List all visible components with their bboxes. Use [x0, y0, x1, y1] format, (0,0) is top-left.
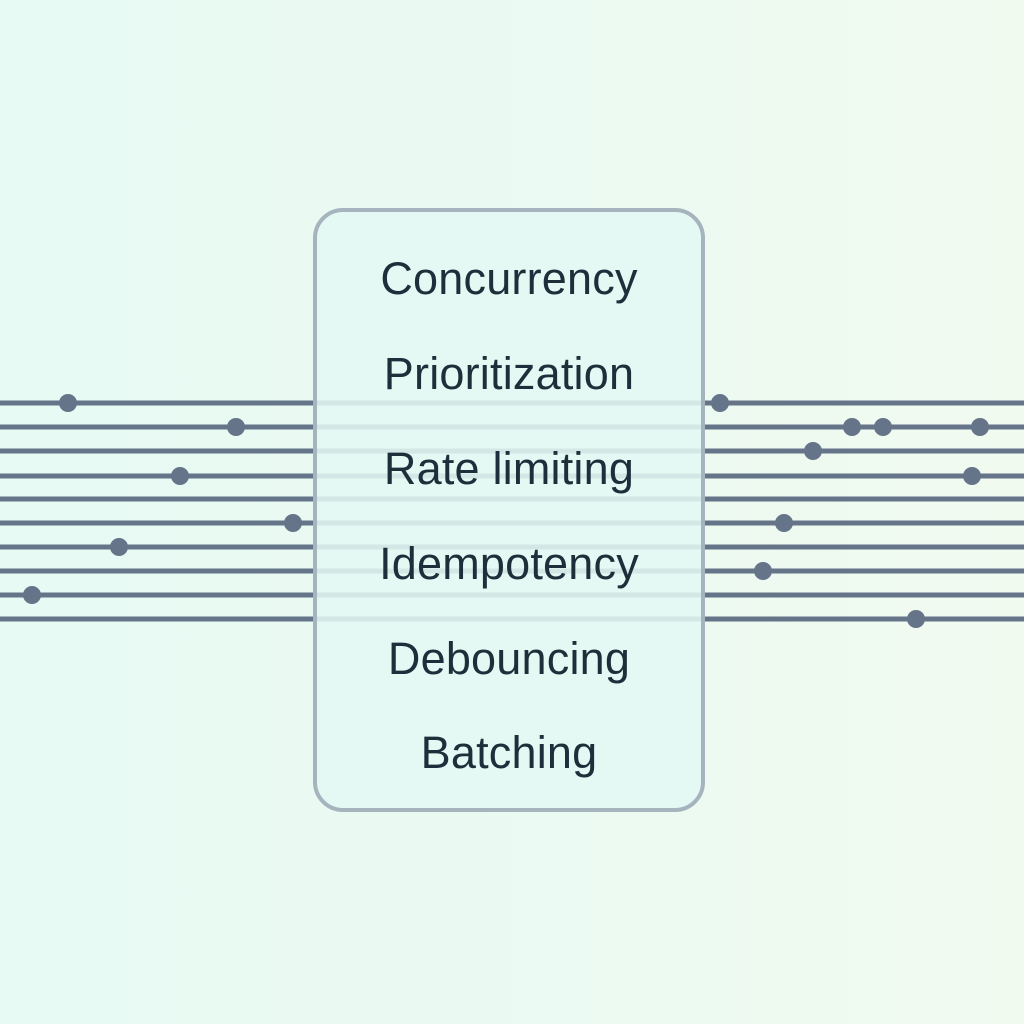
flow-dot	[171, 467, 189, 485]
concept-label-rate-limiting: Rate limiting	[383, 442, 635, 494]
flow-dot	[843, 418, 861, 436]
flow-dot	[754, 562, 772, 580]
flow-dot	[23, 586, 41, 604]
flow-dot	[971, 418, 989, 436]
flow-dot	[711, 394, 729, 412]
concept-label-debouncing: Debouncing	[387, 632, 631, 684]
concept-card: Concurrency Prioritization Rate limiting…	[313, 208, 705, 812]
flow-dot	[284, 514, 302, 532]
flow-dot	[110, 538, 128, 556]
concept-label-prioritization: Prioritization	[383, 347, 635, 399]
flow-dot	[907, 610, 925, 628]
concept-label-idempotency: Idempotency	[379, 537, 639, 589]
concept-label-batching: Batching	[420, 727, 598, 779]
flow-dot	[963, 467, 981, 485]
flow-dot	[874, 418, 892, 436]
flow-dot	[59, 394, 77, 412]
flow-dot	[227, 418, 245, 436]
flow-dot	[775, 514, 793, 532]
flow-dot	[804, 442, 822, 460]
concept-label-concurrency: Concurrency	[380, 253, 638, 304]
